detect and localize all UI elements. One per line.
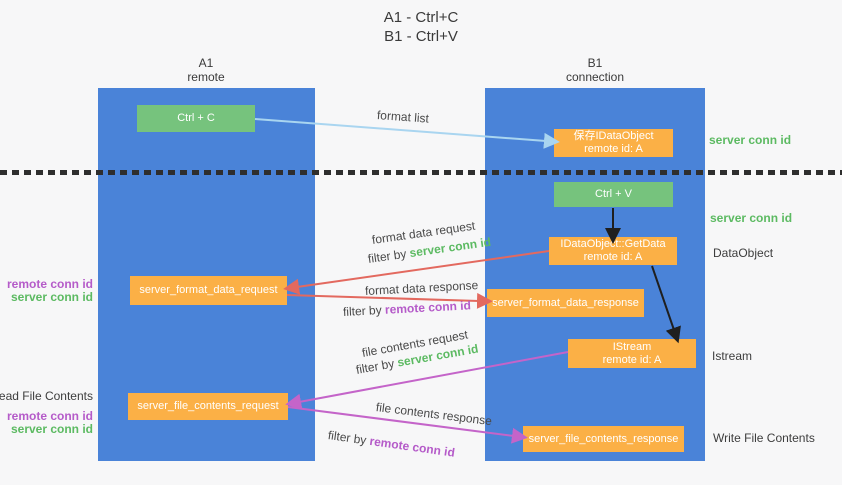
column-b1-subtitle: connection (565, 70, 625, 84)
node-save-dataobject: 保存IDataObject remote id: A (554, 129, 673, 157)
diagram-title-line2: B1 - Ctrl+V (384, 28, 458, 45)
node-server-format-data-response-label: server_format_data_response (492, 296, 639, 309)
node-save-dataobject-line1: 保存IDataObject (573, 130, 654, 142)
annotation-format-server-conn-id: server conn id (10, 290, 93, 304)
annotation-istream: Istream (712, 349, 753, 363)
diagram-title: A1 - Ctrl+C B1 - Ctrl+V (0, 8, 842, 46)
label-file-request-filter-prefix: filter by (354, 356, 396, 377)
node-getdata: IDataObject::GetData remote id: A (549, 237, 677, 265)
node-istream-line1: IStream (612, 340, 652, 353)
node-server-file-contents-request: server_file_contents_request (128, 393, 288, 420)
column-a1-name: A1 (198, 56, 214, 70)
label-format-response-filter-prefix: filter by (342, 302, 383, 319)
label-format-list: format list (376, 108, 430, 126)
annotation-file-conn-ids: remote conn id server conn id (7, 410, 93, 436)
label-file-contents-response: file contents response (375, 400, 493, 429)
node-server-file-contents-response: server_file_contents_response (523, 426, 684, 452)
annotation-dataobject: DataObject (713, 246, 774, 260)
node-getdata-line1: IDataObject::GetData (560, 238, 666, 250)
annotation-file-server-conn-id: server conn id (10, 422, 93, 436)
label-file-response-filter: filter by remote conn id (327, 428, 456, 460)
node-ctrl-v: Ctrl + V (554, 182, 673, 207)
node-ctrl-c: Ctrl + C (137, 105, 255, 132)
annotation-format-conn-ids: remote conn id server conn id (7, 278, 93, 304)
annotation-format-remote-conn-id: remote conn id (6, 277, 93, 291)
annotation-file-remote-conn-id: remote conn id (6, 409, 93, 423)
node-istream-line2: remote id: A (602, 353, 662, 366)
column-b1-name: B1 (587, 56, 603, 70)
node-getdata-line2: remote id: A (583, 251, 643, 263)
annotation-save-server-conn-id: server conn id (709, 133, 792, 147)
node-save-dataobject-line2: remote id: A (584, 143, 643, 155)
column-a1-subtitle: remote (187, 70, 225, 84)
label-format-response-filter-key: remote conn id (384, 298, 472, 317)
column-b1-header: B1 connection (535, 56, 655, 84)
node-istream: IStream remote id: A (568, 339, 696, 368)
node-server-format-data-request-label: server_format_data_request (139, 284, 278, 296)
diagram-title-line1: A1 - Ctrl+C (383, 9, 459, 26)
node-server-format-data-response: server_format_data_response (487, 289, 644, 317)
label-format-data-response: format data response (364, 278, 479, 298)
label-format-request-filter-prefix: filter by (367, 246, 408, 266)
annotation-write-file-contents: Write File Contents (713, 431, 815, 445)
annotation-paste-server-conn-id: server conn id (710, 211, 793, 225)
node-server-file-contents-request-label: server_file_contents_request (137, 400, 279, 412)
node-ctrl-c-label: Ctrl + C (177, 112, 215, 124)
label-file-response-filter-prefix: filter by (327, 428, 368, 448)
label-format-response-filter: filter by remote conn id (343, 298, 472, 319)
node-server-file-contents-response-label: server_file_contents_response (528, 432, 679, 445)
dotted-separator-line (0, 170, 842, 175)
label-file-response-filter-key: remote conn id (368, 433, 456, 460)
node-ctrl-v-label: Ctrl + V (595, 188, 632, 200)
annotation-read-file-contents: Read File Contents (0, 389, 93, 403)
column-a1-header: A1 remote (146, 56, 266, 84)
node-server-format-data-request: server_format_data_request (130, 276, 287, 305)
